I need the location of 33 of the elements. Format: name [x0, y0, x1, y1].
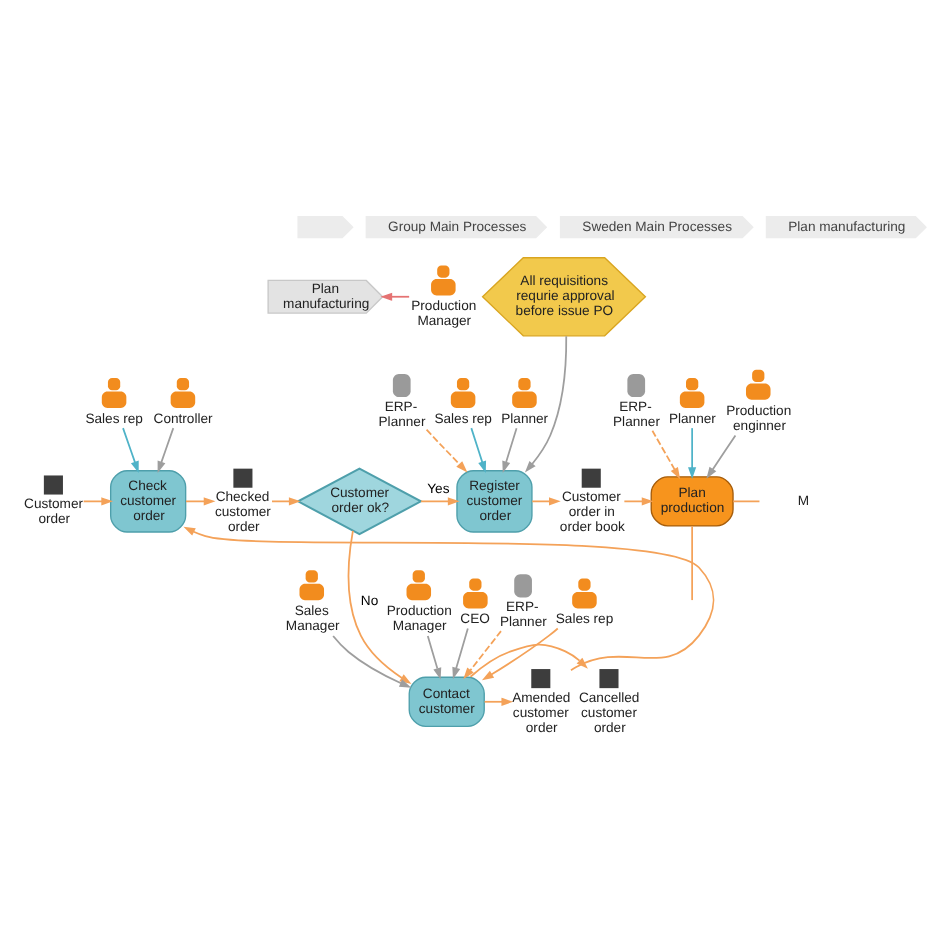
arrow [502, 427, 518, 473]
arrow [425, 428, 468, 473]
arrow [426, 635, 442, 680]
arrow [524, 335, 568, 473]
arrow [122, 427, 139, 473]
arrow [452, 627, 469, 680]
arrow [623, 497, 654, 506]
arrow [483, 697, 514, 706]
arrow [347, 530, 412, 684]
arrow [380, 292, 411, 301]
arrow [688, 427, 697, 479]
connector [691, 525, 694, 601]
node-box [599, 669, 619, 689]
arrow [332, 635, 412, 688]
arrow [651, 429, 681, 480]
node-box [514, 574, 532, 598]
arrow [271, 497, 301, 506]
arrow [157, 427, 175, 473]
connector [732, 500, 761, 503]
node-box [392, 373, 411, 398]
arrow [470, 427, 487, 473]
node-box [581, 468, 601, 488]
node-box [531, 669, 551, 689]
arrow [463, 630, 502, 680]
node-box [627, 373, 646, 398]
arrow [481, 627, 559, 681]
arrow [185, 497, 216, 506]
arrow [531, 497, 561, 506]
arrow [82, 497, 114, 506]
arrow [706, 434, 737, 479]
arrow [420, 497, 460, 506]
node-box [43, 475, 63, 495]
node-box [233, 468, 253, 488]
